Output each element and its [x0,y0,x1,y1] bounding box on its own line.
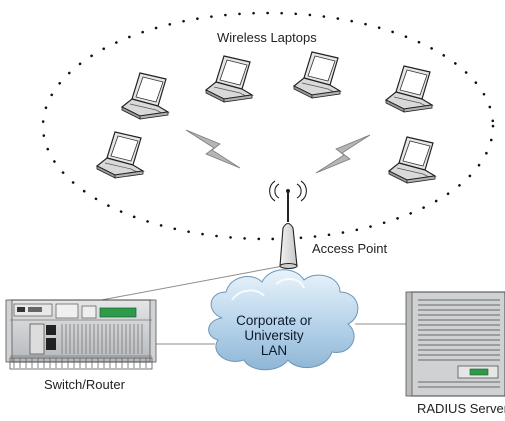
link-ap-to-switch [79,265,284,305]
laptop-icon [121,72,169,120]
switch-router-label: Switch/Router [44,377,125,392]
laptop-icon [293,51,341,99]
lightning-bolt-signal-icon [185,129,241,169]
network-cloud-icon [208,269,359,371]
laptop-icon [96,131,144,179]
cloud-label: Corporate or University LAN [226,313,322,358]
switch-router-icon [5,299,157,370]
wireless-laptops-label: Wireless Laptops [217,30,317,45]
cloud-label-line: LAN [260,343,288,358]
wireless-coverage-boundary [41,11,495,241]
laptop-icon [385,65,433,113]
radius-server-label: RADIUS Server [417,401,505,416]
access-point-label: Access Point [312,241,388,256]
server-rack-icon [405,291,505,397]
laptop-icon [388,136,436,184]
cloud-label-line: Corporate or [236,313,312,328]
laptop-icon [205,55,253,103]
wireless-access-point-icon [269,180,307,269]
lightning-bolt-signal-icon [315,134,371,174]
cloud-label-line: University [244,328,304,343]
